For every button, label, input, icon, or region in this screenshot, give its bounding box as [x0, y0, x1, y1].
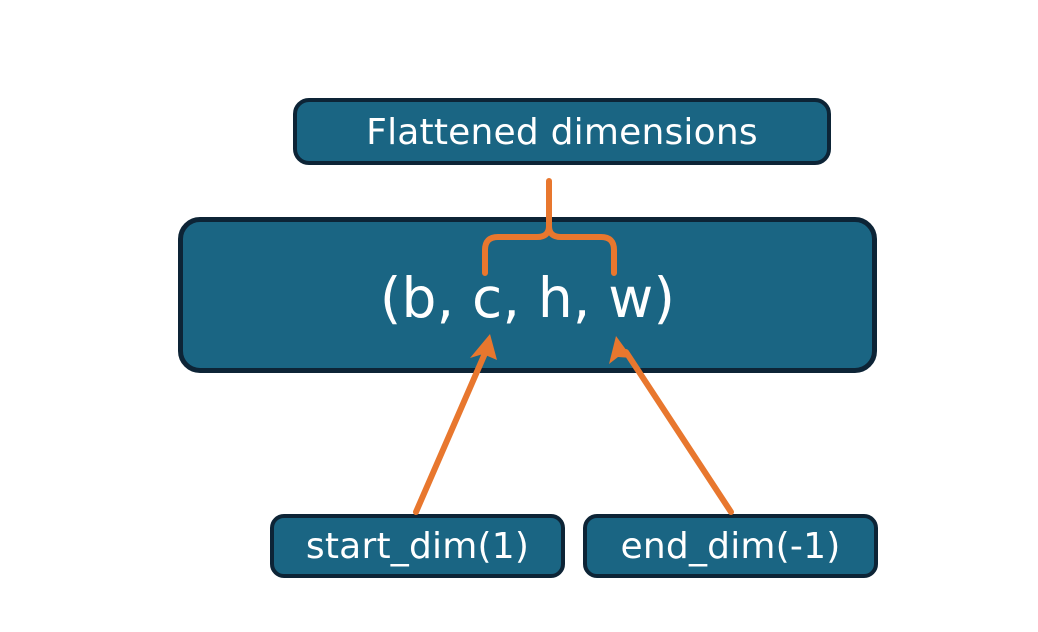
node-start-dim-label: start_dim(1): [305, 526, 530, 567]
node-tensor-shape-label: (b, c, h, w): [379, 265, 676, 330]
node-end-dim-label: end_dim(-1): [620, 526, 841, 567]
node-tensor-shape: (b, c, h, w): [178, 217, 877, 373]
node-flattened-dimensions-label: Flattened dimensions: [366, 111, 758, 153]
node-end-dim: end_dim(-1): [583, 514, 878, 578]
node-flattened-dimensions: Flattened dimensions: [293, 98, 831, 165]
node-start-dim: start_dim(1): [270, 514, 565, 578]
